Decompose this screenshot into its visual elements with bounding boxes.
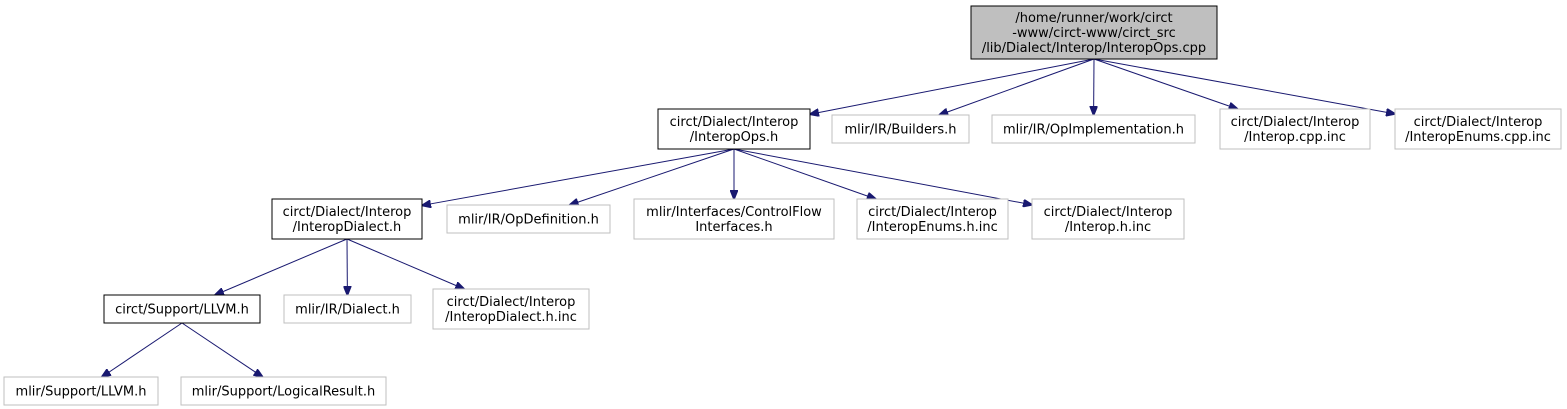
node-mlir-dialect-h[interactable]: mlir/IR/Dialect.h: [283, 294, 412, 324]
node-interop-ops-h[interactable]: circt/Dialect/Interop/InteropOps.h: [657, 108, 811, 150]
edge-circt-support-llvm-h-to-mlir-support-llvm-h: [102, 322, 183, 377]
node-box: [657, 108, 811, 150]
node-box: [3, 376, 159, 406]
edge-interop-dialect-h-to-circt-support-llvm-h: [215, 238, 348, 295]
edge-interop-dialect-h-to-interop-dialect-h-inc: [346, 238, 464, 289]
node-mlir-support-llvm-h[interactable]: mlir/Support/LLVM.h: [3, 376, 159, 406]
node-label-line: Interfaces.h: [695, 220, 772, 235]
node-label-line: mlir/IR/OpDefinition.h: [458, 213, 599, 228]
node-mlir-support-logicalresult-h[interactable]: mlir/Support/LogicalResult.h: [180, 376, 387, 406]
edge-interop-ops-h-to-interop-enums-h-inc: [733, 148, 876, 199]
edge-root-to-interop-ops-h: [810, 58, 1095, 114]
node-box: [991, 114, 1196, 144]
node-label-line: mlir/IR/OpImplementation.h: [1003, 123, 1184, 138]
node-label-line: /InteropEnums.cpp.inc: [1405, 130, 1551, 145]
node-label-line: circt/Dialect/Interop: [1414, 115, 1543, 130]
node-box: [1031, 198, 1185, 240]
node-label-line: mlir/Support/LLVM.h: [16, 385, 147, 400]
edge-interop-ops-h-to-interop-h-inc: [733, 148, 1032, 205]
node-box: [103, 294, 261, 324]
node-label-line: /InteropOps.h: [690, 130, 778, 145]
node-box: [1219, 108, 1371, 150]
node-interop-h-inc[interactable]: circt/Dialect/Interop/Interop.h.inc: [1031, 198, 1185, 240]
edge-root-to-interop-enums-cpp-inc: [1093, 58, 1395, 114]
node-label-line: mlir/IR/Dialect.h: [295, 303, 400, 318]
node-label-line: mlir/IR/Builders.h: [845, 123, 957, 138]
node-label-line: circt/Dialect/Interop: [283, 205, 412, 220]
node-box: [633, 198, 835, 240]
node-box: [970, 5, 1218, 60]
node-interop-dialect-h[interactable]: circt/Dialect/Interop/InteropDialect.h: [271, 198, 423, 240]
node-label-line: circt/Dialect/Interop: [1231, 115, 1360, 130]
edge-interop-ops-h-to-mlir-opdefinition-h: [570, 148, 735, 205]
node-interop-cpp-inc[interactable]: circt/Dialect/Interop/Interop.cpp.inc: [1219, 108, 1371, 150]
node-box: [1394, 108, 1562, 150]
edge-layer: [102, 58, 1395, 377]
node-label-line: circt/Dialect/Interop: [670, 115, 799, 130]
node-box: [446, 204, 611, 234]
node-circt-support-llvm-h[interactable]: circt/Support/LLVM.h: [103, 294, 261, 324]
node-label-line: circt/Dialect/Interop: [1044, 205, 1173, 220]
node-label-line: /InteropDialect.h.inc: [445, 310, 577, 325]
node-label-line: circt/Dialect/Interop: [447, 295, 576, 310]
node-interop-enums-h-inc[interactable]: circt/Dialect/Interop/InteropEnums.h.inc: [856, 198, 1009, 240]
node-label-line: /Interop.h.inc: [1065, 220, 1151, 235]
node-label-line: mlir/Support/LogicalResult.h: [192, 385, 375, 400]
node-label-line: /lib/Dialect/Interop/InteropOps.cpp: [982, 41, 1206, 56]
node-label-line: /InteropEnums.h.inc: [867, 220, 997, 235]
node-mlir-builders-h[interactable]: mlir/IR/Builders.h: [831, 114, 970, 144]
node-label-line: mlir/Interfaces/ControlFlow: [646, 205, 822, 220]
node-interop-dialect-h-inc[interactable]: circt/Dialect/Interop/InteropDialect.h.i…: [432, 288, 590, 330]
node-box: [271, 198, 423, 240]
node-label-line: /home/runner/work/circt: [1015, 11, 1172, 26]
node-box: [856, 198, 1009, 240]
edge-root-to-interop-cpp-inc: [1093, 58, 1238, 109]
node-mlir-opdefinition-h[interactable]: mlir/IR/OpDefinition.h: [446, 204, 611, 234]
node-box: [283, 294, 412, 324]
node-box: [180, 376, 387, 406]
edge-interop-ops-h-to-interop-dialect-h: [422, 148, 735, 205]
node-label-line: -www/circt-www/circt_src: [1012, 26, 1176, 41]
node-box: [831, 114, 970, 144]
node-label-line: /Interop.cpp.inc: [1244, 130, 1346, 145]
edge-circt-support-llvm-h-to-mlir-support-logicalresult-h: [181, 322, 263, 377]
node-layer: /home/runner/work/circt-www/circt-www/ci…: [3, 5, 1562, 406]
node-mlir-opimplementation-h[interactable]: mlir/IR/OpImplementation.h: [991, 114, 1196, 144]
node-interop-enums-cpp-inc[interactable]: circt/Dialect/Interop/InteropEnums.cpp.i…: [1394, 108, 1562, 150]
node-root[interactable]: /home/runner/work/circt-www/circt-www/ci…: [970, 5, 1218, 60]
node-label-line: /InteropDialect.h: [293, 220, 402, 235]
node-box: [432, 288, 590, 330]
node-label-line: circt/Support/LLVM.h: [115, 303, 249, 318]
edge-root-to-mlir-builders-h: [939, 58, 1095, 115]
node-label-line: circt/Dialect/Interop: [868, 205, 997, 220]
